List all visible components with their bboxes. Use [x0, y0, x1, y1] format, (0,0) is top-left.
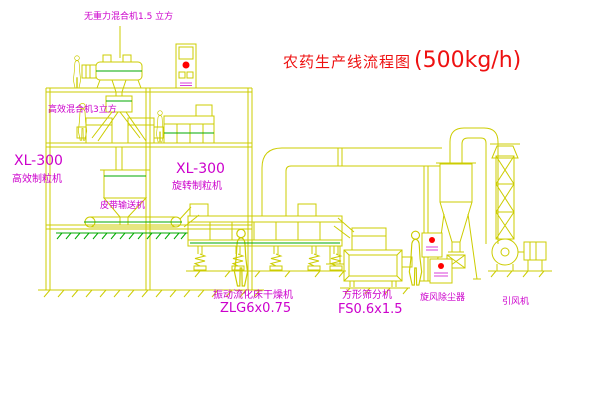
discharge-hopper	[100, 147, 150, 225]
gravity-free-mixer	[81, 54, 143, 96]
label-sieve-model: FS0.6x1.5	[338, 302, 403, 317]
belt-conveyor	[84, 206, 200, 228]
exhaust-stack	[490, 143, 520, 240]
high-efficiency-mixer	[105, 95, 133, 113]
sieve-feed-box	[333, 217, 387, 251]
indicator-light	[438, 263, 444, 269]
fan-motor	[523, 241, 547, 261]
granulator-left	[76, 117, 113, 144]
indicator-light	[429, 237, 435, 243]
worker-figure-1	[72, 55, 82, 89]
exhaust-duct	[261, 147, 442, 216]
label-cyclone: 旋风除尘器	[420, 293, 466, 303]
control-cabinet-2	[421, 232, 443, 258]
label-fan: 引风机	[502, 297, 530, 307]
fluid-bed-dryer	[186, 203, 346, 278]
square-sieve	[340, 249, 413, 295]
label-sieve-name: 方形筛分机	[342, 290, 392, 301]
y-chute	[91, 111, 147, 142]
label-granulator-left-model: XL-300	[14, 153, 63, 169]
indicator-light	[182, 61, 190, 69]
control-cabinet-3	[429, 258, 453, 284]
control-cabinet-1	[175, 43, 197, 89]
title-text: 农药生产线流程图	[283, 53, 412, 71]
label-granulator-left-name: 高效制粒机	[12, 174, 62, 185]
granulator-right	[127, 117, 164, 144]
label-granulator-right-model: XL-300	[176, 161, 225, 177]
diagram-title: 农药生产线流程图 (500kg/h)	[283, 48, 521, 73]
label-granulator-right-name: 旋转制粒机	[172, 181, 222, 192]
outlet-duct	[449, 127, 499, 244]
label-dryer-name: 振动流化床干燥机	[213, 290, 293, 301]
rotary-granulator	[163, 104, 215, 144]
mezzanine-floor	[56, 232, 188, 240]
label-dryer-model: ZLG6x0.75	[220, 301, 292, 316]
worker-figures	[72, 55, 423, 287]
building-structure	[38, 87, 264, 298]
label-belt-conveyor: 皮带输送机	[100, 201, 146, 211]
title-capacity: (500kg/h)	[414, 48, 522, 73]
label-gravity-free-mixer: 无重力混合机1.5 立方	[84, 12, 174, 22]
worker-figure-5	[408, 230, 423, 286]
label-high-efficiency-mixer: 高效混合机3立方	[48, 105, 117, 115]
induced-draft-fan	[488, 238, 552, 278]
